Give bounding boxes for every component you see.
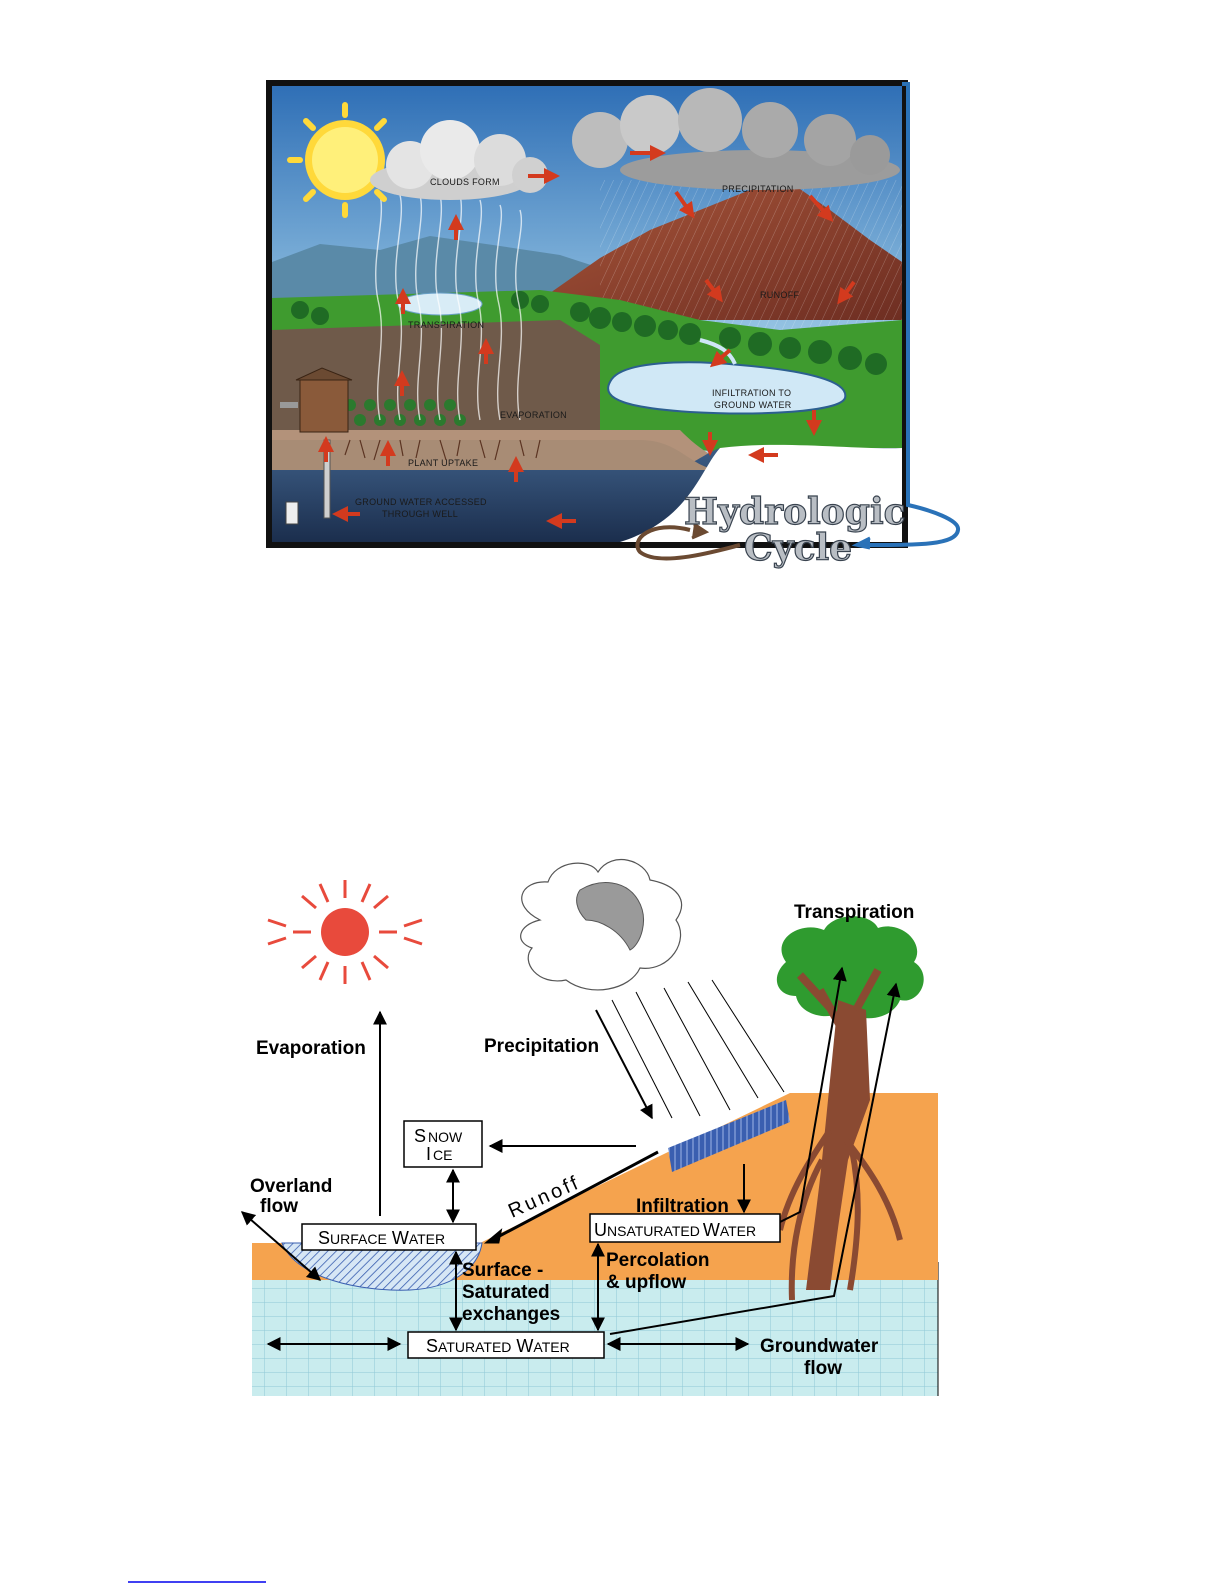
label-infiltration: Infiltration: [636, 1196, 729, 1217]
plant-roots: [344, 439, 541, 461]
trees: [291, 291, 887, 375]
label-plant-uptake: PLANT UPTAKE: [408, 458, 478, 468]
label-percolation-2: & upflow: [606, 1272, 686, 1293]
sun-icon: [287, 102, 403, 218]
label-transpiration-top: TRANSPIRATION: [408, 320, 484, 330]
label-percolation-1: Percolation: [606, 1250, 709, 1271]
house-icon: [280, 367, 353, 433]
label-overland-1: Overland: [250, 1176, 332, 1197]
label-infiltration-top-1: INFILTRATION TO: [712, 388, 791, 398]
cloud-left: [370, 120, 548, 200]
label-surface-saturated-1: Surface -: [462, 1260, 543, 1281]
label-infiltration-top-2: GROUND WATER: [714, 400, 792, 410]
label-groundwater-2: flow: [804, 1358, 842, 1379]
label-transpiration: Transpiration: [794, 902, 914, 923]
brand-arrow-blue: [851, 536, 871, 550]
bottom-arrows: [240, 966, 901, 1351]
label-evaporation-top: EVAPORATION: [500, 410, 567, 420]
vapor-wisps: [375, 194, 523, 421]
cloud-right: [572, 88, 900, 190]
brand-loop-brown: [635, 525, 741, 561]
label-precipitation: Precipitation: [484, 1036, 599, 1057]
top-hydrologic-diagram: CLOUDS FORM PRECIPITATION RUNOFF TRANSPI…: [266, 80, 960, 570]
brand-title-1: Hydrologic: [684, 491, 906, 533]
brand-arrow-brown: [691, 522, 710, 540]
label-surface-saturated-2: Saturated: [462, 1282, 550, 1303]
label-precipitation-top: PRECIPITATION: [722, 184, 794, 194]
label-evaporation: Evaporation: [256, 1038, 366, 1059]
white-corner: [620, 444, 902, 542]
runoff-line: [483, 1150, 659, 1244]
label-runoff-top: RUNOFF: [760, 290, 799, 300]
label-gw-well-1: GROUND WATER ACCESSED: [355, 497, 487, 507]
lake-right: [607, 361, 847, 415]
river: [699, 338, 737, 365]
label-overland-2: flow: [260, 1196, 298, 1217]
brand-title-2: Cycle: [744, 527, 852, 569]
brand-loop-blue: [867, 82, 960, 547]
label-clouds-form: CLOUDS FORM: [430, 177, 500, 187]
infiltration-strip: [668, 1100, 790, 1172]
sun-red-icon: [267, 880, 423, 984]
precipitation-arrow: [595, 1009, 653, 1120]
pump-icon: [285, 501, 299, 525]
flow-arrows: [318, 145, 856, 529]
label-surface-saturated-3: exchanges: [462, 1304, 560, 1325]
cloud-icon: [520, 858, 682, 991]
label-groundwater-1: Groundwater: [760, 1336, 879, 1357]
label-gw-well-2: THROUGH WELL: [382, 509, 458, 519]
rain-lines: [611, 979, 785, 1119]
